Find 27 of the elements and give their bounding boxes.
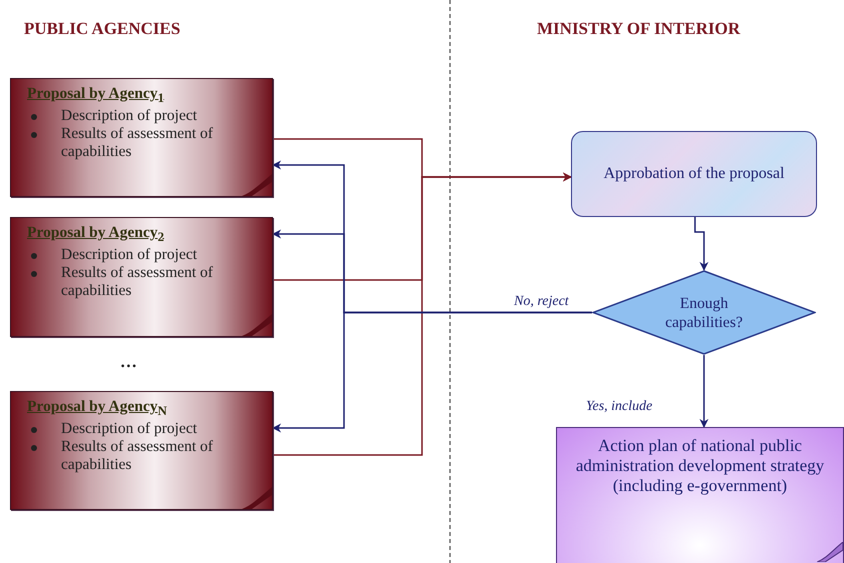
arrow (272, 312, 592, 432)
column-heading: PUBLIC AGENCIES (24, 19, 180, 39)
proposal-card (10, 391, 273, 510)
card-heading: Proposal by Agency$_{N}$ (27, 398, 168, 420)
bullet-text: Description of project (61, 107, 198, 126)
edge-label: No, reject (512, 294, 571, 310)
node-text: Approbation of the proposal (604, 165, 784, 183)
arrow (694, 217, 708, 271)
ellipsis-text: … (120, 352, 137, 372)
bullet-text: Results of assessment of capabilities (61, 264, 214, 300)
arrow (700, 355, 708, 428)
bullet-text: Results of assessment of capabilities (61, 125, 214, 162)
column-heading: MINISTRY OF INTERIOR (537, 19, 740, 39)
node-text: Action plan of national public administration development strategy (including e-government) (576, 436, 824, 495)
document-box (556, 427, 844, 563)
process-box (571, 131, 817, 217)
decision-text: Enough capabilities? (664, 294, 744, 332)
proposal-card (10, 217, 273, 337)
bullet-text: Description of project (61, 420, 198, 438)
card-heading: Proposal by Agency$_{2}$ (27, 224, 166, 246)
card-heading: Proposal by Agency$_{1}$ (27, 85, 166, 106)
bullet-text: Results of assessment of capabilities (61, 438, 214, 474)
arrow (273, 172, 572, 456)
edge-label: Yes, include (584, 399, 654, 415)
decision-diamond (592, 270, 816, 355)
bullet-text: Description of project (61, 246, 198, 264)
proposal-card (10, 78, 273, 197)
